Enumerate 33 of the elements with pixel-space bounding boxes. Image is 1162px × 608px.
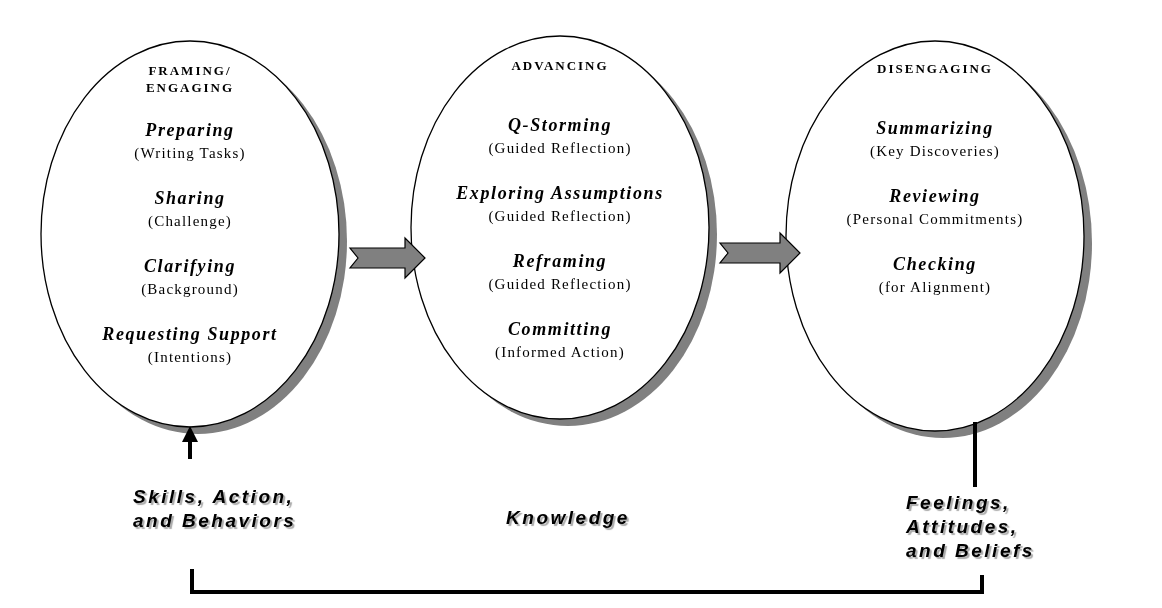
step-detail: (Writing Tasks): [134, 144, 246, 163]
step-title: Requesting Support: [102, 323, 278, 346]
connector-line: [973, 422, 977, 487]
step-title: Reviewing: [889, 185, 981, 208]
step-detail: (Guided Reflection): [488, 275, 632, 294]
step-title: Clarifying: [144, 255, 236, 278]
step-title: Checking: [893, 253, 977, 276]
step-title: Sharing: [154, 187, 226, 210]
connector-line: [190, 569, 984, 594]
step-detail: (Challenge): [148, 212, 232, 231]
step-detail: (Informed Action): [495, 343, 625, 362]
category-label: Knowledge: [458, 506, 678, 534]
step-title: Reframing: [512, 250, 608, 273]
block-arrow: [348, 236, 426, 280]
connector-line: [182, 426, 198, 459]
step-detail: (Guided Reflection): [488, 207, 632, 226]
phase-heading: FRAMING/ ENGAGING: [144, 62, 236, 97]
category-label: Skills, Action, and Behaviors: [133, 485, 298, 557]
step-detail: (Key Discoveries): [870, 142, 1000, 161]
phase-heading: DISENGAGING: [876, 60, 994, 78]
step-detail: (for Alignment): [878, 278, 992, 297]
step-title: Q-Storming: [508, 114, 612, 137]
step-detail: (Personal Commitments): [846, 210, 1024, 229]
step-detail: (Guided Reflection): [488, 139, 632, 158]
step-detail: (Background): [141, 280, 239, 299]
step-title: Summarizing: [876, 117, 994, 140]
step-title: Preparing: [145, 119, 235, 142]
block-arrow: [718, 231, 801, 275]
category-label: Feelings, Attitudes, and Beliefs: [906, 491, 1066, 571]
phase-heading: ADVANCING: [510, 57, 610, 75]
step-title: Exploring Assumptions: [456, 182, 664, 205]
step-title: Committing: [508, 318, 612, 341]
step-detail: (Intentions): [147, 348, 233, 367]
